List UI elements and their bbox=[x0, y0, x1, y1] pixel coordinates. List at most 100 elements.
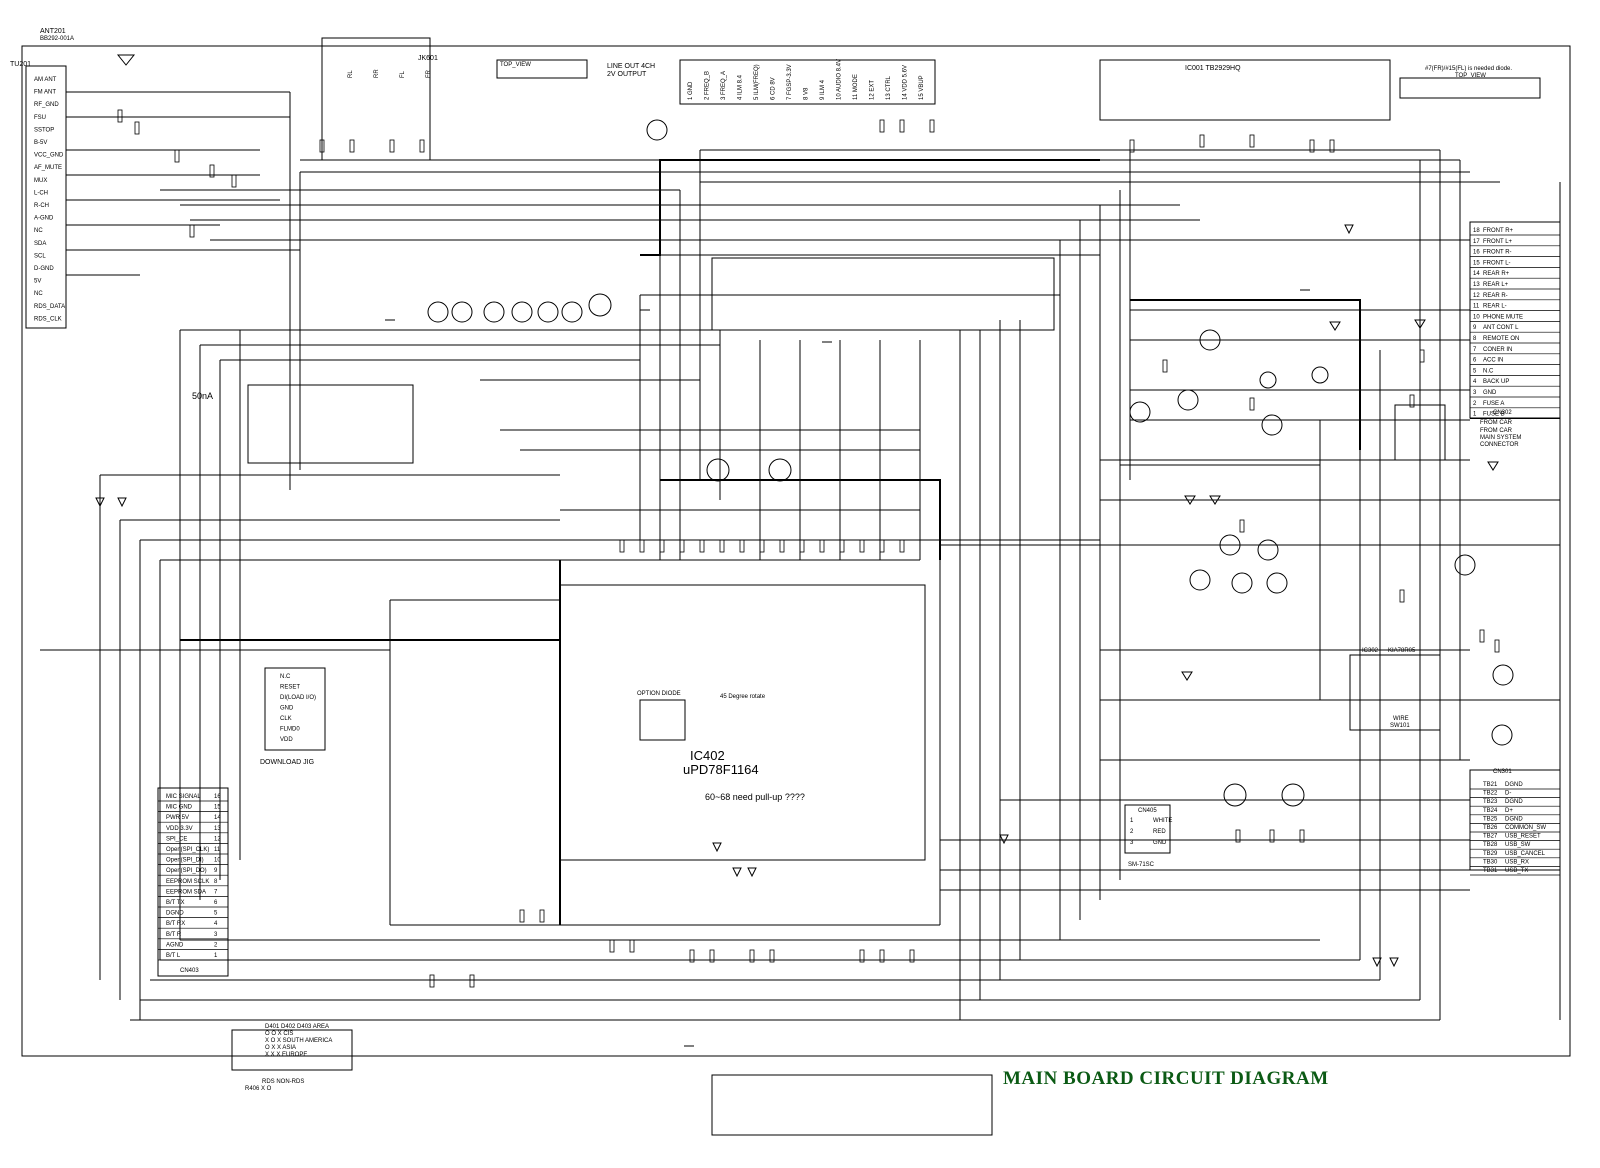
usb-conn-pin: USB_RX bbox=[1505, 859, 1529, 865]
tuner-pin: NC bbox=[34, 291, 43, 297]
resistor bbox=[679, 539, 685, 553]
usb-conn-pin-num: TB30 bbox=[1483, 859, 1498, 865]
resistor bbox=[231, 174, 237, 188]
bt-conn-pin-num: 11 bbox=[214, 847, 221, 853]
resistor bbox=[619, 539, 625, 553]
front-conn-pin-num: 17 bbox=[1473, 239, 1480, 245]
tuner-module bbox=[25, 65, 67, 329]
resistor bbox=[769, 949, 775, 963]
cn403-bt bbox=[157, 787, 229, 977]
remote-pin-num: 2 bbox=[1130, 829, 1134, 835]
bt-conn-pin-num: 8 bbox=[214, 879, 218, 885]
svg-text:MAIN SYSTEM: MAIN SYSTEM bbox=[1480, 435, 1521, 441]
jig-pin: N.C bbox=[280, 674, 291, 680]
ic302-reg bbox=[1349, 654, 1441, 731]
svg-text:ANT201: ANT201 bbox=[40, 28, 66, 35]
amp-ic001 bbox=[1099, 59, 1391, 121]
svg-text:CN405: CN405 bbox=[1138, 808, 1157, 814]
front-conn-pin-num: 8 bbox=[1473, 336, 1477, 342]
tuner-pin: SDA bbox=[34, 241, 46, 247]
option-diode-note: OPTION DIODE bbox=[637, 691, 681, 697]
remote-pin: GND bbox=[1153, 840, 1167, 846]
front-conn-pin: REAR R- bbox=[1483, 293, 1508, 299]
resistor bbox=[1399, 589, 1405, 603]
bt-conn-pin-num: 7 bbox=[214, 889, 218, 895]
bt-conn-pin-num: 6 bbox=[214, 900, 218, 906]
bt-conn-pin: SPI_CE bbox=[166, 836, 187, 842]
svg-text:FROM CAR: FROM CAR bbox=[1480, 428, 1513, 434]
audio-ic301 bbox=[679, 59, 936, 105]
tuner-pin: MUX bbox=[34, 178, 47, 184]
remote-pin-num: 1 bbox=[1130, 818, 1134, 824]
ic601-volume bbox=[247, 384, 414, 464]
resistor bbox=[879, 119, 885, 133]
front-conn-pin: FRONT R+ bbox=[1483, 228, 1514, 234]
front-conn-pin: REAR L+ bbox=[1483, 282, 1509, 288]
svg-text:FROM CAR: FROM CAR bbox=[1480, 420, 1513, 426]
front-conn-pin: REAR R+ bbox=[1483, 271, 1510, 277]
front-conn-pin: FRONT L- bbox=[1483, 260, 1511, 266]
svg-text:CN302: CN302 bbox=[1493, 410, 1512, 416]
resistor bbox=[639, 539, 645, 553]
front-conn-pin-num: 14 bbox=[1473, 271, 1480, 277]
diagram-title: MAIN BOARD CIRCUIT DIAGRAM bbox=[1003, 1068, 1329, 1089]
usb-conn-pin: USB_CANCEL bbox=[1505, 851, 1546, 857]
resistor bbox=[1162, 359, 1168, 373]
resistor bbox=[819, 539, 825, 553]
resistor bbox=[174, 149, 180, 163]
resistor bbox=[117, 109, 123, 123]
resistor bbox=[1249, 397, 1255, 411]
tuner-pin: SSTOP bbox=[34, 127, 54, 133]
rds-box bbox=[1394, 404, 1446, 461]
audio-ic-pin: 4 ILM 8.4 bbox=[738, 74, 744, 100]
svg-text:O O X CIS: O O X CIS bbox=[265, 1031, 293, 1037]
top-view-box-right bbox=[1399, 77, 1541, 99]
resistor bbox=[1309, 139, 1315, 153]
usb-conn-pin-num: TB26 bbox=[1483, 825, 1498, 831]
resistor bbox=[1239, 519, 1245, 533]
front-conn-pin-num: 1 bbox=[1473, 412, 1477, 418]
usb-conn-pin: D+ bbox=[1505, 808, 1513, 814]
resistor bbox=[629, 939, 635, 953]
bt-conn-pin-num: 2 bbox=[214, 942, 218, 948]
bt-conn-pin: Open(SPI_CLK) bbox=[166, 847, 209, 853]
front-conn-pin-num: 4 bbox=[1473, 379, 1477, 385]
jack-pin-label: FR bbox=[426, 69, 432, 78]
tuner-pin: FM ANT bbox=[34, 90, 56, 96]
line-out-label: LINE OUT 4CH bbox=[607, 63, 655, 70]
bt-conn-pin: PWR 5V bbox=[166, 815, 189, 821]
audio-ic-pin: 6 CD 8V bbox=[771, 77, 777, 100]
resistor bbox=[699, 539, 705, 553]
top-view-box-left bbox=[496, 59, 588, 79]
bt-conn-pin-num: 16 bbox=[214, 794, 221, 800]
resistor bbox=[899, 119, 905, 133]
resistor bbox=[209, 164, 215, 178]
resistor bbox=[519, 909, 525, 923]
bt-conn-pin-num: 3 bbox=[214, 932, 218, 938]
resistor bbox=[1479, 629, 1485, 643]
resistor bbox=[799, 539, 805, 553]
audio-ic-pin: 15 VBUP bbox=[919, 75, 925, 100]
svg-text:KIA78R05: KIA78R05 bbox=[1388, 648, 1416, 654]
svg-text:TU201: TU201 bbox=[10, 61, 31, 68]
resistor bbox=[1494, 639, 1500, 653]
svg-text:CN301: CN301 bbox=[1493, 769, 1512, 775]
audio-ic-pin: 1 GND bbox=[688, 81, 694, 100]
usb-conn-pin-num: TB23 bbox=[1483, 799, 1498, 805]
svg-text:O X X ASIA: O X X ASIA bbox=[265, 1045, 296, 1051]
resistor bbox=[539, 909, 545, 923]
resistor bbox=[709, 949, 715, 963]
tuner-pin: SCL bbox=[34, 253, 46, 259]
audio-ic-pin: 7 FGSP-3.3V bbox=[787, 64, 793, 100]
bt-conn-pin-num: 10 bbox=[214, 858, 221, 864]
amp-ref: IC001 TB2929HQ bbox=[1185, 65, 1241, 72]
bt-conn-pin: MIC GND bbox=[166, 805, 193, 811]
usb-conn-pin-num: TB31 bbox=[1483, 868, 1498, 874]
usb-conn-pin: COMMON_SW bbox=[1505, 825, 1546, 831]
resistor bbox=[859, 949, 865, 963]
usb-conn-pin-num: TB22 bbox=[1483, 791, 1498, 797]
pullup-note: 60~68 need pull-up ???? bbox=[705, 792, 805, 802]
resistor bbox=[859, 539, 865, 553]
line-out-sub: 2V OUTPUT bbox=[607, 71, 647, 78]
